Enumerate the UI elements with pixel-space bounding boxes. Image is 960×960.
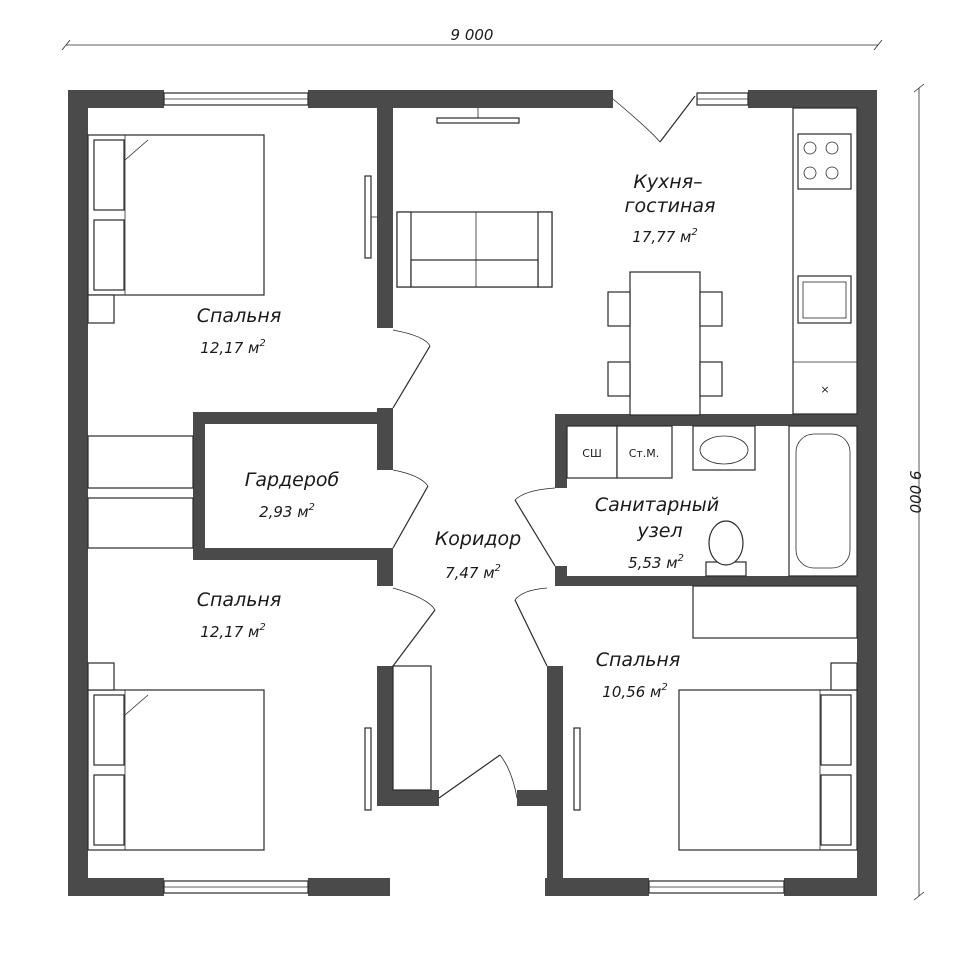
wardrobe-unit-upper bbox=[87, 435, 194, 489]
bathtub bbox=[788, 425, 858, 577]
tv-kitchen bbox=[436, 108, 520, 124]
wardrobe-unit-right bbox=[692, 585, 858, 639]
room-label-wardrobe: Гардероб 2,93 м2 bbox=[245, 469, 340, 521]
bed-upper-left bbox=[87, 134, 265, 324]
dimension-width: 9 000 bbox=[61, 26, 883, 51]
svg-text:12,17 м2: 12,17 м2 bbox=[200, 622, 265, 641]
room-label-bedroom-lower-right: Спальня 10,56 м2 bbox=[596, 649, 681, 701]
toilet bbox=[705, 520, 747, 577]
dimension-height: 9 000 bbox=[906, 83, 925, 901]
svg-text:Спальня: Спальня bbox=[197, 305, 282, 327]
wardrobe-unit-lower bbox=[87, 497, 194, 549]
svg-text:7,47 м2: 7,47 м2 bbox=[445, 563, 501, 582]
svg-text:Гардероб: Гардероб bbox=[245, 469, 340, 491]
tv-lower-right bbox=[573, 727, 581, 811]
room-label-bedroom-upper-left: Спальня 12,17 м2 bbox=[197, 305, 282, 357]
svg-text:12,17 м2: 12,17 м2 bbox=[200, 338, 265, 357]
tv-lower-left bbox=[364, 727, 372, 811]
tv-upper-bedroom bbox=[364, 175, 378, 259]
svg-text:СШ: СШ bbox=[582, 447, 601, 460]
interior-walls bbox=[193, 108, 857, 878]
svg-text:17,77 м2: 17,77 м2 bbox=[632, 227, 697, 246]
room-label-bedroom-lower-left: Спальня 12,17 м2 bbox=[197, 589, 282, 641]
room-label-kitchen-living: Кухня– гостиная 17,77 м2 bbox=[625, 171, 716, 246]
svg-text:Санитарный: Санитарный bbox=[595, 494, 719, 516]
svg-text:10,56 м2: 10,56 м2 bbox=[602, 682, 667, 701]
height-label: 9 000 bbox=[906, 471, 924, 514]
svg-text:5,53 м2: 5,53 м2 bbox=[628, 553, 684, 572]
svg-text:Спальня: Спальня bbox=[197, 589, 282, 611]
svg-text:Коридор: Коридор bbox=[435, 528, 521, 550]
exterior-walls bbox=[68, 90, 877, 896]
svg-text:Ст.М.: Ст.М. bbox=[629, 447, 660, 460]
svg-text:2,93 м2: 2,93 м2 bbox=[259, 502, 315, 521]
sink bbox=[692, 425, 756, 471]
svg-text:узел: узел bbox=[636, 520, 682, 542]
cabinet-lower-left bbox=[392, 665, 432, 791]
doors bbox=[392, 95, 696, 799]
windows bbox=[163, 92, 785, 894]
dryer: Ст.М. bbox=[616, 425, 673, 479]
dining-table bbox=[607, 271, 723, 416]
appliance-mark: × bbox=[820, 383, 829, 396]
width-label: 9 000 bbox=[451, 26, 494, 44]
svg-text:Спальня: Спальня bbox=[596, 649, 681, 671]
svg-text:гостиная: гостиная bbox=[625, 195, 716, 217]
room-label-corridor: Коридор 7,47 м2 bbox=[435, 528, 521, 582]
kitchen-counter: × bbox=[792, 107, 858, 415]
washer: СШ bbox=[566, 425, 618, 479]
sofa bbox=[396, 211, 553, 288]
bed-lower-left bbox=[87, 662, 265, 851]
bed-lower-right bbox=[678, 662, 858, 851]
svg-text:Кухня–: Кухня– bbox=[633, 171, 702, 193]
room-label-bathroom: Санитарный узел 5,53 м2 bbox=[595, 494, 719, 572]
